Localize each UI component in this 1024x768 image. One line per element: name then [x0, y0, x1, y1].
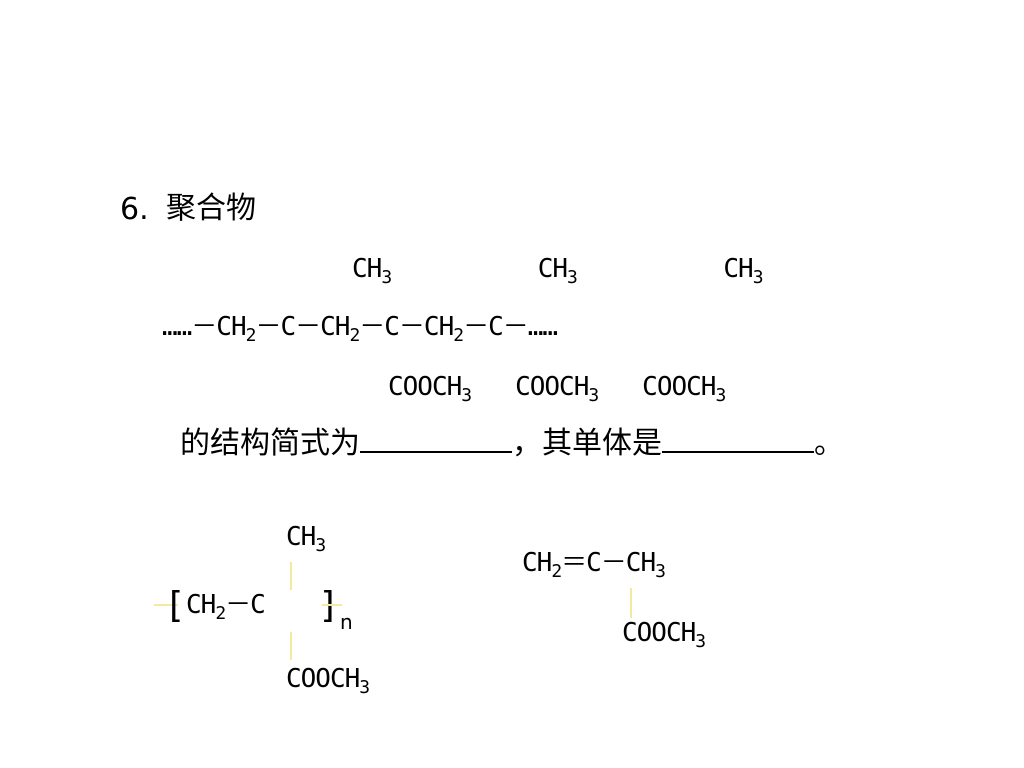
answer-blank-structure[interactable] [360, 425, 512, 453]
answer-polymer-bond-right [322, 604, 342, 606]
answer-polymer-bond-left [154, 604, 178, 606]
ester-groups-row: COOCH3 COOCH3 COOCH3 [388, 372, 726, 407]
answer-polymer-bracket-close: ] [318, 585, 340, 626]
answer-blank-monomer[interactable] [662, 425, 814, 453]
answer-polymer-top: CH3 [286, 522, 326, 557]
answer-polymer-bond-bottom [290, 632, 292, 660]
question-prompt: 的结构简式为 ，其单体是 。 [180, 425, 844, 459]
answer-polymer-subscript: n [340, 610, 353, 634]
question-title: 聚合物 [166, 191, 256, 226]
answer-monomer-bond [630, 588, 632, 618]
methyl-groups-row: CH3 CH3 CH3 [352, 254, 764, 289]
answer-monomer-bottom: COOCH3 [622, 618, 706, 653]
prompt-text-structure: 的结构简式为 [180, 426, 360, 461]
answer-polymer-bottom: COOCH3 [286, 664, 370, 699]
answer-monomer-main: CH2＝C－CH3 [522, 548, 666, 583]
prompt-text-monomer: ，其单体是 [512, 426, 662, 461]
answer-polymer-bracket-open: [ [164, 585, 186, 626]
answer-polymer-body: CH2－C [186, 590, 266, 625]
prompt-end: 。 [814, 426, 844, 461]
polymer-chain-row: ……－CH2－C－CH2－C－CH2－C－…… [162, 312, 558, 347]
answer-polymer-bond-top [290, 562, 292, 590]
question-number: 6. [120, 192, 149, 227]
